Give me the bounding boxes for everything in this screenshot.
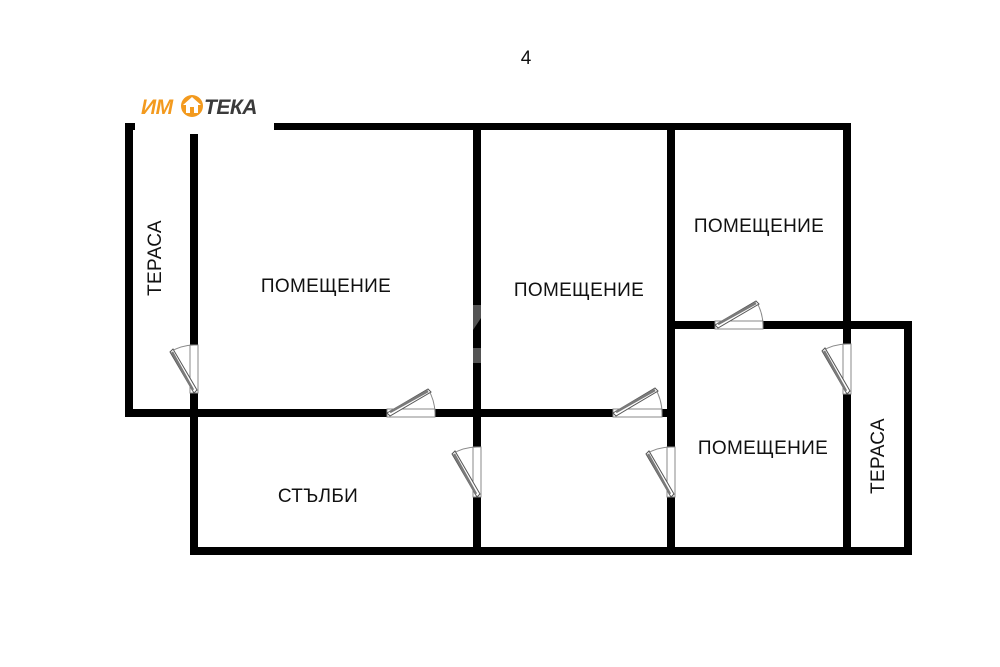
door-corridor xyxy=(645,446,676,498)
watermark xyxy=(473,305,481,363)
room-label-room-2: ПОМЕЩЕНИЕ xyxy=(514,280,644,301)
wall-right-upper xyxy=(843,123,851,344)
room-label-stairs: СТЪЛБИ xyxy=(278,486,358,507)
house-icon xyxy=(181,95,203,117)
walls xyxy=(125,123,912,555)
wall-left-outer xyxy=(125,123,133,417)
wall-bottom xyxy=(190,547,912,555)
wall-top-stub xyxy=(125,123,135,130)
room-label-terrace-right: ТЕРАСА xyxy=(868,418,889,494)
wall-room3-room4-left xyxy=(667,321,715,329)
wall-mid-right xyxy=(662,409,675,417)
wall-stairs-corridor-upper xyxy=(473,409,481,447)
wall-terrace-room1-lower xyxy=(190,393,198,555)
room-label-room-1: ПОМЕЩЕНИЕ xyxy=(261,276,391,297)
wall-mid-left xyxy=(125,409,387,417)
door-room3 xyxy=(714,300,764,330)
room-label-room-3: ПОМЕЩЕНИЕ xyxy=(694,216,824,237)
wall-right-outer xyxy=(904,321,912,555)
wall-room1-room2 xyxy=(473,123,481,417)
wall-stairs-corridor-lower xyxy=(473,497,481,555)
logo-text-part1: ИМ xyxy=(141,96,174,119)
logo-text-part2: ТЕКА xyxy=(204,96,257,119)
wall-room4-terrace-lower xyxy=(843,394,851,555)
wall-mid-center xyxy=(435,409,613,417)
wall-room3-room4-right xyxy=(763,321,912,329)
wall-top xyxy=(274,123,851,130)
door-terrace-right xyxy=(821,343,852,395)
wall-corridor-room4-upper xyxy=(667,409,675,447)
wall-terrace-room1-upper xyxy=(190,134,198,345)
room-label-terrace-left: ТЕРАСА xyxy=(145,220,166,296)
imoteka-logo: ИМ ТЕКА xyxy=(136,88,274,124)
door-stairs xyxy=(451,446,482,498)
floor-number: 4 xyxy=(521,48,532,69)
door-room2 xyxy=(612,387,663,418)
wall-room2-room3 xyxy=(667,123,675,417)
room-label-room-4: ПОМЕЩЕНИЕ xyxy=(698,438,828,459)
wall-corridor-room4-lower xyxy=(667,497,675,555)
door-terrace-left xyxy=(169,344,199,394)
door-room1 xyxy=(386,388,436,418)
